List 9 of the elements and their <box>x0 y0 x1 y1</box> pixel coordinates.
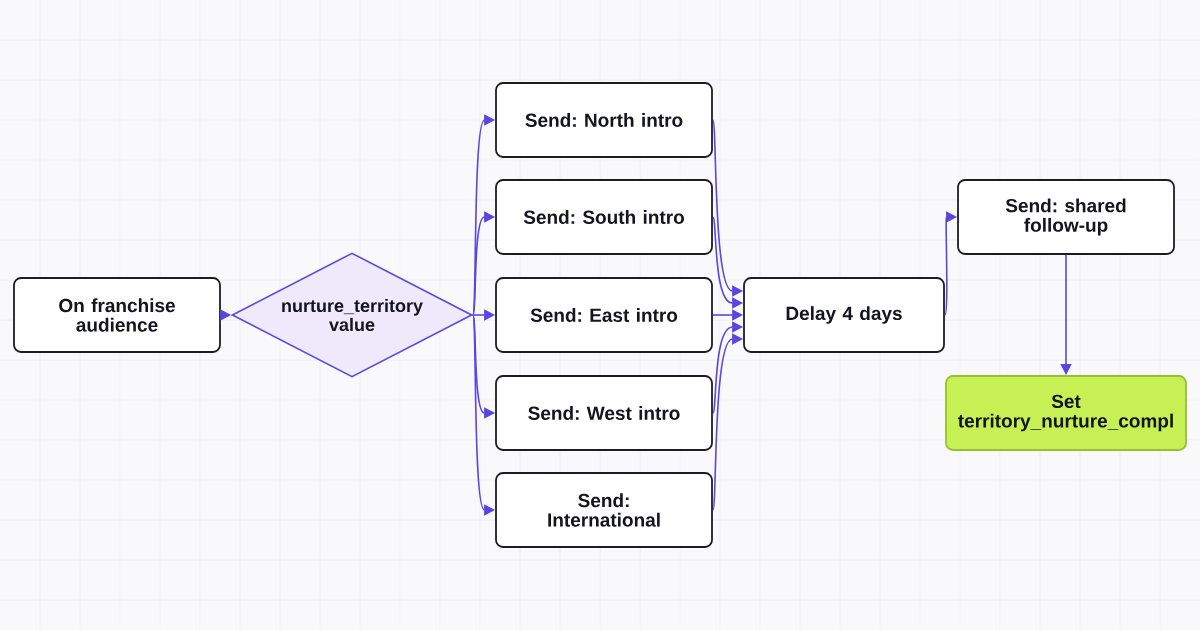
process-box: Send: shared follow-up <box>957 179 1175 255</box>
process-box: Set territory_nurture_compl <box>945 375 1187 451</box>
process-box: Send: South intro <box>495 179 713 255</box>
process-box: Send: East intro <box>495 277 713 353</box>
process-box: Send: West intro <box>495 375 713 451</box>
process-box: Send: International <box>495 472 713 548</box>
process-box: Delay 4 days <box>743 277 945 353</box>
process-box: Send: North intro <box>495 82 713 158</box>
process-box: On franchise audience <box>13 277 221 353</box>
